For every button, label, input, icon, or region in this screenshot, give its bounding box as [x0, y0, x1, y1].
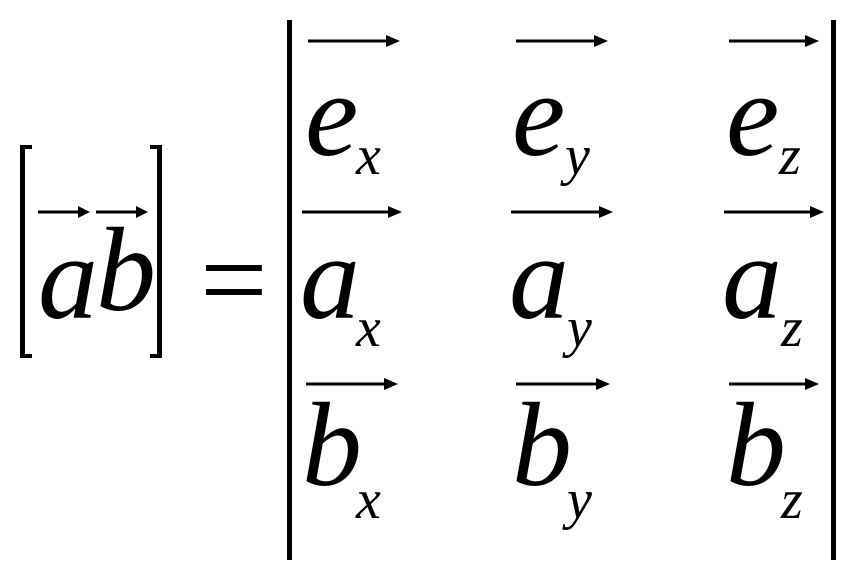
lhs-vector-a: a — [38, 211, 98, 344]
lhs-vector-b: b — [96, 203, 156, 336]
matrix-cell-a-z-sub: z — [781, 297, 803, 359]
matrix-cell-b-z: b — [726, 378, 786, 511]
matrix-cell-e-y: e — [512, 48, 566, 181]
arrow-icon — [729, 377, 819, 390]
determinant-bar-left — [287, 20, 292, 560]
matrix-cell-a-x-sub: x — [356, 297, 381, 359]
arrow-icon — [516, 377, 610, 390]
arrow-icon — [724, 205, 824, 218]
arrow-icon — [306, 377, 398, 390]
arrow-icon — [38, 205, 90, 218]
matrix-cell-a-z: a — [722, 211, 782, 344]
determinant-bar-right — [831, 20, 836, 560]
arrow-icon — [96, 205, 148, 218]
matrix-cell-e-y-sub: y — [565, 125, 590, 187]
arrow-icon — [729, 34, 819, 47]
matrix-cell-a-x: a — [300, 211, 360, 344]
arrow-icon — [308, 34, 400, 47]
matrix-cell-e-x: e — [305, 48, 359, 181]
arrow-icon — [302, 205, 402, 218]
matrix-cell-b-z-sub: z — [781, 469, 803, 531]
arrow-icon — [511, 205, 613, 218]
matrix-cell-b-y-sub: y — [567, 469, 592, 531]
matrix-cell-a-y-sub: y — [567, 297, 592, 359]
matrix-cell-e-x-sub: x — [356, 125, 381, 187]
matrix-cell-b-x-sub: x — [356, 469, 381, 531]
matrix-cell-b-y: b — [512, 378, 572, 511]
matrix-cell-a-y: a — [509, 211, 569, 344]
matrix-cell-b-x: b — [302, 378, 362, 511]
arrow-icon — [516, 34, 608, 47]
matrix-cell-e-z: e — [726, 48, 780, 181]
matrix-cell-e-z-sub: z — [779, 125, 801, 187]
equals-sign: = — [200, 213, 268, 346]
